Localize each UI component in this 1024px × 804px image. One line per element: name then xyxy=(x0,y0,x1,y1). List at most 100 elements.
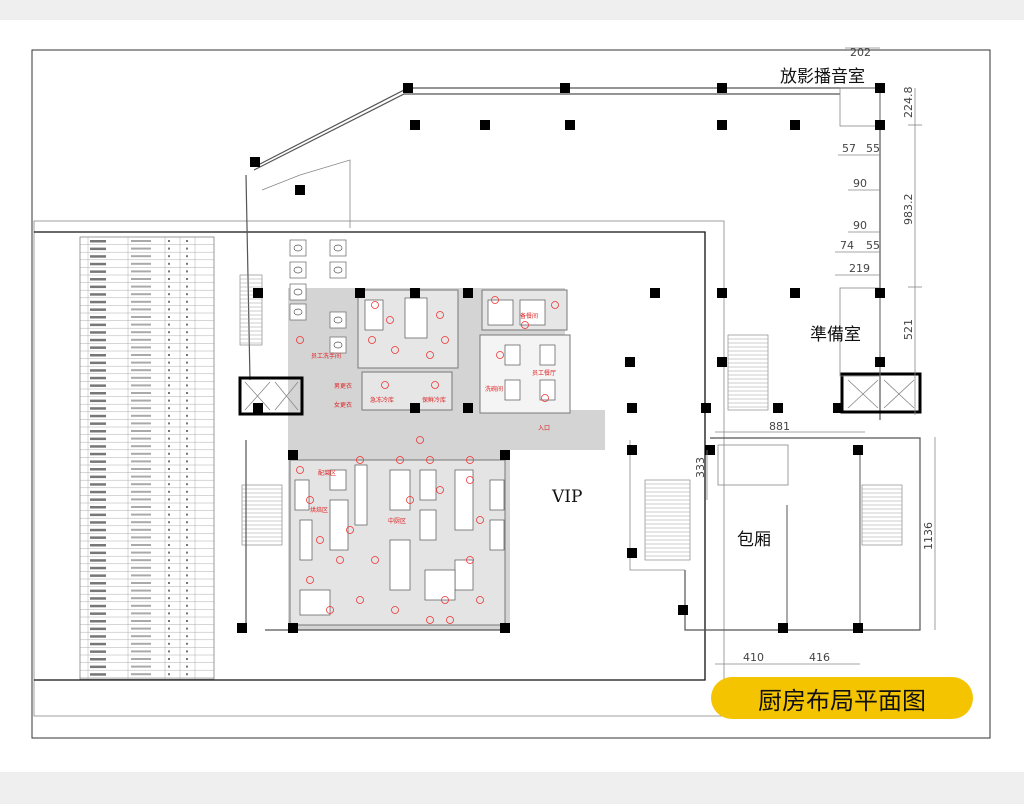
floor-plan: 放影播音室 準備室 VIP 包厢 员工洗手间 男更衣 女更衣 急冻冷库 保鲜冷库… xyxy=(31,46,991,739)
dim-983-2: 983.2 xyxy=(902,194,915,226)
table-cell-text xyxy=(168,240,170,242)
room-label-projection: 放影播音室 xyxy=(780,67,865,87)
table-cell-text xyxy=(131,300,151,303)
table-cell-text xyxy=(131,346,151,349)
table-cell-text xyxy=(168,528,170,531)
equipment-marker-icon xyxy=(426,351,434,359)
table-cell-text xyxy=(168,597,170,600)
table-cell-text xyxy=(131,627,151,630)
equipment-unit xyxy=(504,379,521,401)
equipment-marker-icon xyxy=(336,556,344,564)
table-cell-text xyxy=(186,528,188,531)
dimension-lines xyxy=(706,47,936,665)
dim-55a: 55 xyxy=(866,142,880,155)
table-cell-text xyxy=(90,483,106,486)
table-cell-text xyxy=(90,354,106,357)
table-cell-text xyxy=(186,475,188,478)
table-cell-text xyxy=(131,437,151,440)
elevator-left xyxy=(238,376,304,416)
table-cell-text xyxy=(131,521,151,524)
table-cell-text xyxy=(168,521,170,524)
label-staff-canteen: 员工餐厅 xyxy=(532,369,556,377)
label-side-dish: 配菜区 xyxy=(318,469,336,477)
table-cell-text xyxy=(131,414,151,417)
elevator-right xyxy=(840,372,922,414)
dim-202: 202 xyxy=(850,46,871,59)
equipment-marker-icon xyxy=(496,351,504,359)
equipment-unit xyxy=(454,559,474,591)
equipment-unit xyxy=(354,464,368,526)
table-cell-text xyxy=(90,673,106,676)
table-cell-text xyxy=(131,338,151,341)
table-cell-text xyxy=(168,338,170,341)
equipment-marker-icon xyxy=(391,606,399,614)
table-cell-text xyxy=(168,589,170,592)
table-cell-text xyxy=(131,422,151,425)
table-cell-text xyxy=(131,293,151,296)
table-cell-text xyxy=(186,536,188,539)
table-cell-text xyxy=(131,369,151,372)
equipment-marker-icon xyxy=(296,336,304,344)
equipment-marker-icon xyxy=(466,456,474,464)
table-cell-text xyxy=(90,331,106,334)
table-cell-text xyxy=(168,650,170,653)
table-cell-text xyxy=(131,460,151,463)
table-cell-text xyxy=(131,240,151,242)
column xyxy=(500,623,510,633)
label-dishwashing: 洗碗间 xyxy=(485,385,503,393)
label-bakery: 烘焙区 xyxy=(310,506,328,514)
dim-55b: 55 xyxy=(866,239,880,252)
table-cell-text xyxy=(168,346,170,349)
table-cell-text xyxy=(90,361,106,365)
north-wall-inner xyxy=(253,93,840,171)
toilet-stall xyxy=(289,261,307,279)
staff-canteen-room xyxy=(479,334,571,414)
table-cell-text xyxy=(90,612,106,615)
table-cell-text xyxy=(186,414,188,417)
column xyxy=(288,450,298,460)
equipment-marker-icon xyxy=(371,556,379,564)
table-cell-text xyxy=(186,597,188,600)
stair-wall xyxy=(629,440,685,571)
dim-521: 521 xyxy=(902,319,915,340)
table-cell-text xyxy=(168,460,170,463)
equipment-marker-icon xyxy=(306,576,314,584)
table-cell-text xyxy=(168,300,170,303)
table-cell-text xyxy=(186,247,188,250)
table-cell-text xyxy=(186,620,188,622)
label-entrance: 入口 xyxy=(538,425,550,432)
title-badge: 厨房布局平面图 xyxy=(711,677,973,719)
toilet-icon xyxy=(333,244,343,252)
table-cell-text xyxy=(90,392,106,395)
equipment-marker-icon xyxy=(551,301,559,309)
equipment-unit xyxy=(539,379,556,401)
column xyxy=(778,623,788,633)
table-cell-text xyxy=(168,544,170,546)
table-cell-text xyxy=(186,346,188,349)
table-cell-text xyxy=(186,399,188,402)
column xyxy=(288,623,298,633)
table-cell-text xyxy=(186,452,188,455)
table-cell-text xyxy=(131,445,151,448)
table-cell-text xyxy=(131,475,151,478)
toilet-stall xyxy=(329,336,347,354)
table-cell-text xyxy=(90,399,106,403)
equipment-marker-icon xyxy=(356,596,364,604)
table-cell-text xyxy=(131,589,151,592)
equipment-marker-icon xyxy=(296,466,304,474)
table-cell-text xyxy=(186,566,188,569)
equipment-unit xyxy=(489,519,505,551)
table-cell-text xyxy=(90,384,106,387)
table-cell-text xyxy=(168,559,170,562)
equipment-unit xyxy=(539,344,556,366)
table-cell-text xyxy=(186,240,188,242)
table-cell-text xyxy=(168,483,170,486)
toilet-stall xyxy=(289,303,307,321)
table-cell-text xyxy=(168,437,170,440)
equipment-marker-icon xyxy=(406,496,414,504)
table-cell-text xyxy=(90,422,106,425)
table-cell-text xyxy=(186,384,188,387)
table-cell-text xyxy=(131,255,151,258)
table-cell-text xyxy=(90,604,106,608)
equipment-marker-icon xyxy=(391,346,399,354)
